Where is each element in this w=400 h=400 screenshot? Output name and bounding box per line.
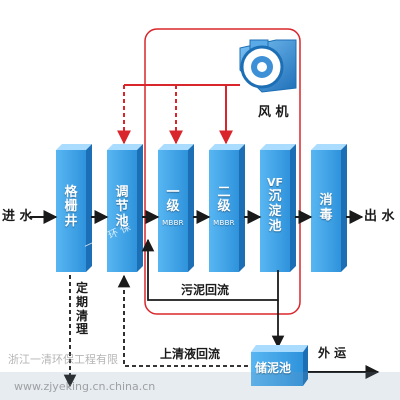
stage-1-mbbr-label: 一级 MBBR: [158, 184, 188, 228]
outlet-label: 出 水: [364, 209, 395, 224]
stage-2-mbbr-sub: MBBR: [213, 219, 235, 228]
sludge-return-line: [141, 238, 279, 301]
vf-settling-tank-char: 沉: [268, 188, 282, 204]
stage-2-mbbr-char: 二: [217, 184, 231, 200]
watermark-company: 浙江一清环保工程有限: [8, 353, 118, 366]
watermark-url: www.zjyeking.cn.china.cn: [14, 380, 156, 393]
disinfection-unit: [311, 144, 347, 272]
vf-settling-tank-unit: [260, 144, 296, 272]
stage-1-mbbr-sub: MBBR: [162, 219, 184, 228]
regulating-tank-char: 调: [115, 184, 129, 200]
periodic-cleaning-char: 清: [76, 308, 89, 323]
periodic-cleaning-char: 定: [76, 281, 89, 295]
inlet-label: 进 水: [2, 209, 33, 224]
grille-well-char: 格: [64, 184, 78, 200]
stage-1-mbbr-unit: [158, 144, 194, 272]
stage-2-mbbr-unit: [209, 144, 245, 272]
disinfection-label: 消毒: [311, 193, 341, 224]
regulating-tank-label: 调节池: [107, 184, 137, 231]
regulating-tank-char: 节: [115, 199, 129, 215]
stage-1-mbbr-char: 级: [166, 199, 180, 215]
stage-2-mbbr-label: 二级 MBBR: [209, 184, 239, 228]
grille-well-char: 栅: [64, 199, 78, 215]
aeration-zone-frame: [144, 28, 301, 315]
regulating-tank-char: 池: [115, 214, 129, 230]
grille-well-unit: [56, 144, 92, 272]
regulating-tank-unit: [107, 144, 143, 272]
blower-label: 风 机: [258, 105, 289, 120]
periodic-cleaning-label: 定 期 清 理: [76, 281, 89, 337]
sludge-return-label: 污泥回流: [181, 283, 230, 297]
stage-1-mbbr-char: 一: [166, 184, 180, 200]
vf-settling-tank-char: 池: [268, 218, 282, 234]
disinfection-char: 消: [319, 193, 333, 208]
supernatant-return-line: [117, 274, 248, 367]
sludge-storage-tank: [251, 345, 308, 386]
periodic-cleaning-char: 期: [76, 294, 89, 309]
disinfection-char: 毒: [319, 207, 333, 223]
air-supply-lines: [117, 84, 240, 145]
watermark-band: [0, 372, 400, 400]
supernatant-return-label: 上清液回流: [160, 347, 221, 361]
periodic-cleaning-char: 理: [76, 322, 89, 337]
grille-well-char: 井: [64, 214, 78, 230]
vf-settling-tank-char: 淀: [268, 203, 282, 219]
transport-out-label: 外 运: [318, 346, 347, 360]
blower-fan-icon: [239, 39, 297, 93]
grille-well-label: 格栅井: [56, 184, 86, 231]
vf-settling-tank-char: VF: [266, 176, 284, 189]
stage-2-mbbr-char: 级: [217, 199, 231, 215]
sludge-tank-label: 储泥池: [255, 361, 292, 375]
